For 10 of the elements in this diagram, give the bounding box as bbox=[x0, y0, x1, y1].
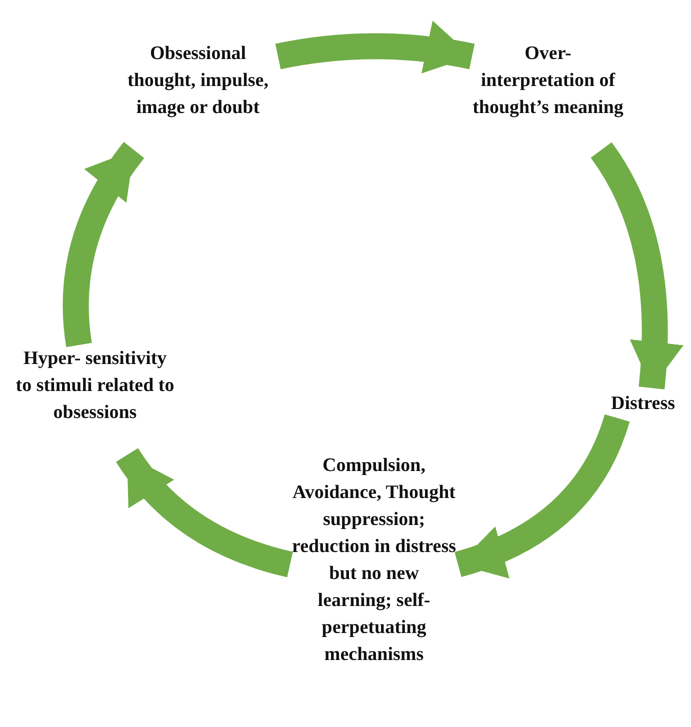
node-text: Hyper- sensitivity to stimuli related to obsessions bbox=[15, 347, 175, 425]
arrow bbox=[116, 448, 294, 578]
arrow bbox=[454, 414, 630, 577]
arrow bbox=[590, 142, 683, 390]
arrow bbox=[62, 142, 144, 347]
node-text: Over- interpretation of thought’s meaning bbox=[472, 42, 624, 120]
node-text: Distress bbox=[610, 392, 676, 416]
arrow bbox=[276, 21, 474, 74]
node-text: Compulsion, Avoidance, Thought suppression; reduction in distress but no new learning; self- perpetuating mechanisms bbox=[291, 454, 457, 667]
node-text: Obsessional thought, impulse, image or doubt bbox=[126, 42, 270, 120]
